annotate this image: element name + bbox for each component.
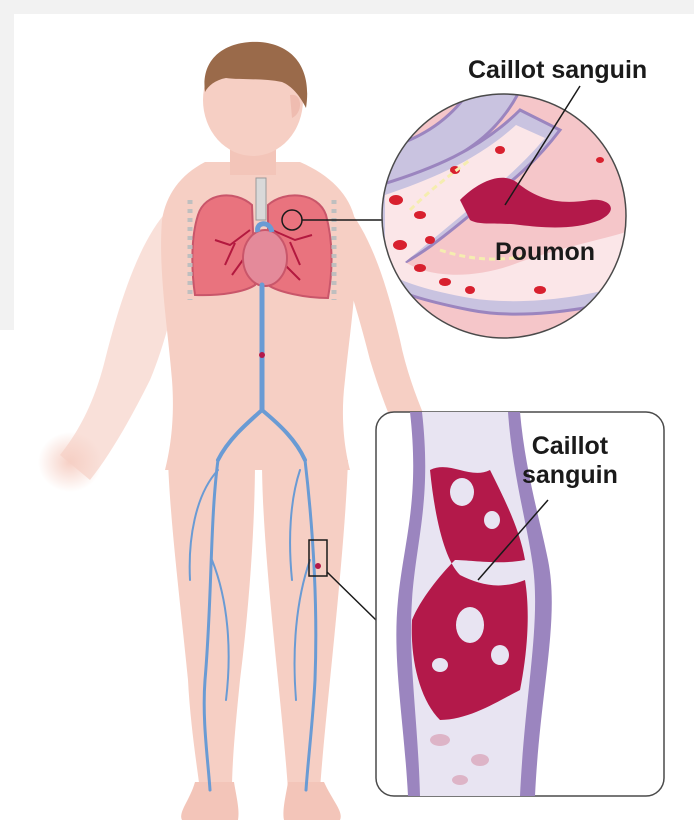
trachea [256, 178, 266, 220]
label-lung: Poumon [495, 238, 595, 267]
label-clot-lung: Caillot sanguin [468, 56, 647, 85]
vena-cava-clot [259, 352, 265, 358]
label-clot-leg-line1: Caillot [522, 432, 618, 461]
left-hand [38, 432, 102, 492]
label-clot-leg: Caillot sanguin [522, 432, 618, 490]
label-clot-leg-line2: sanguin [522, 461, 618, 490]
leg-clot-dot [315, 563, 321, 569]
leg-magnifier [376, 412, 664, 796]
heart [243, 230, 287, 286]
